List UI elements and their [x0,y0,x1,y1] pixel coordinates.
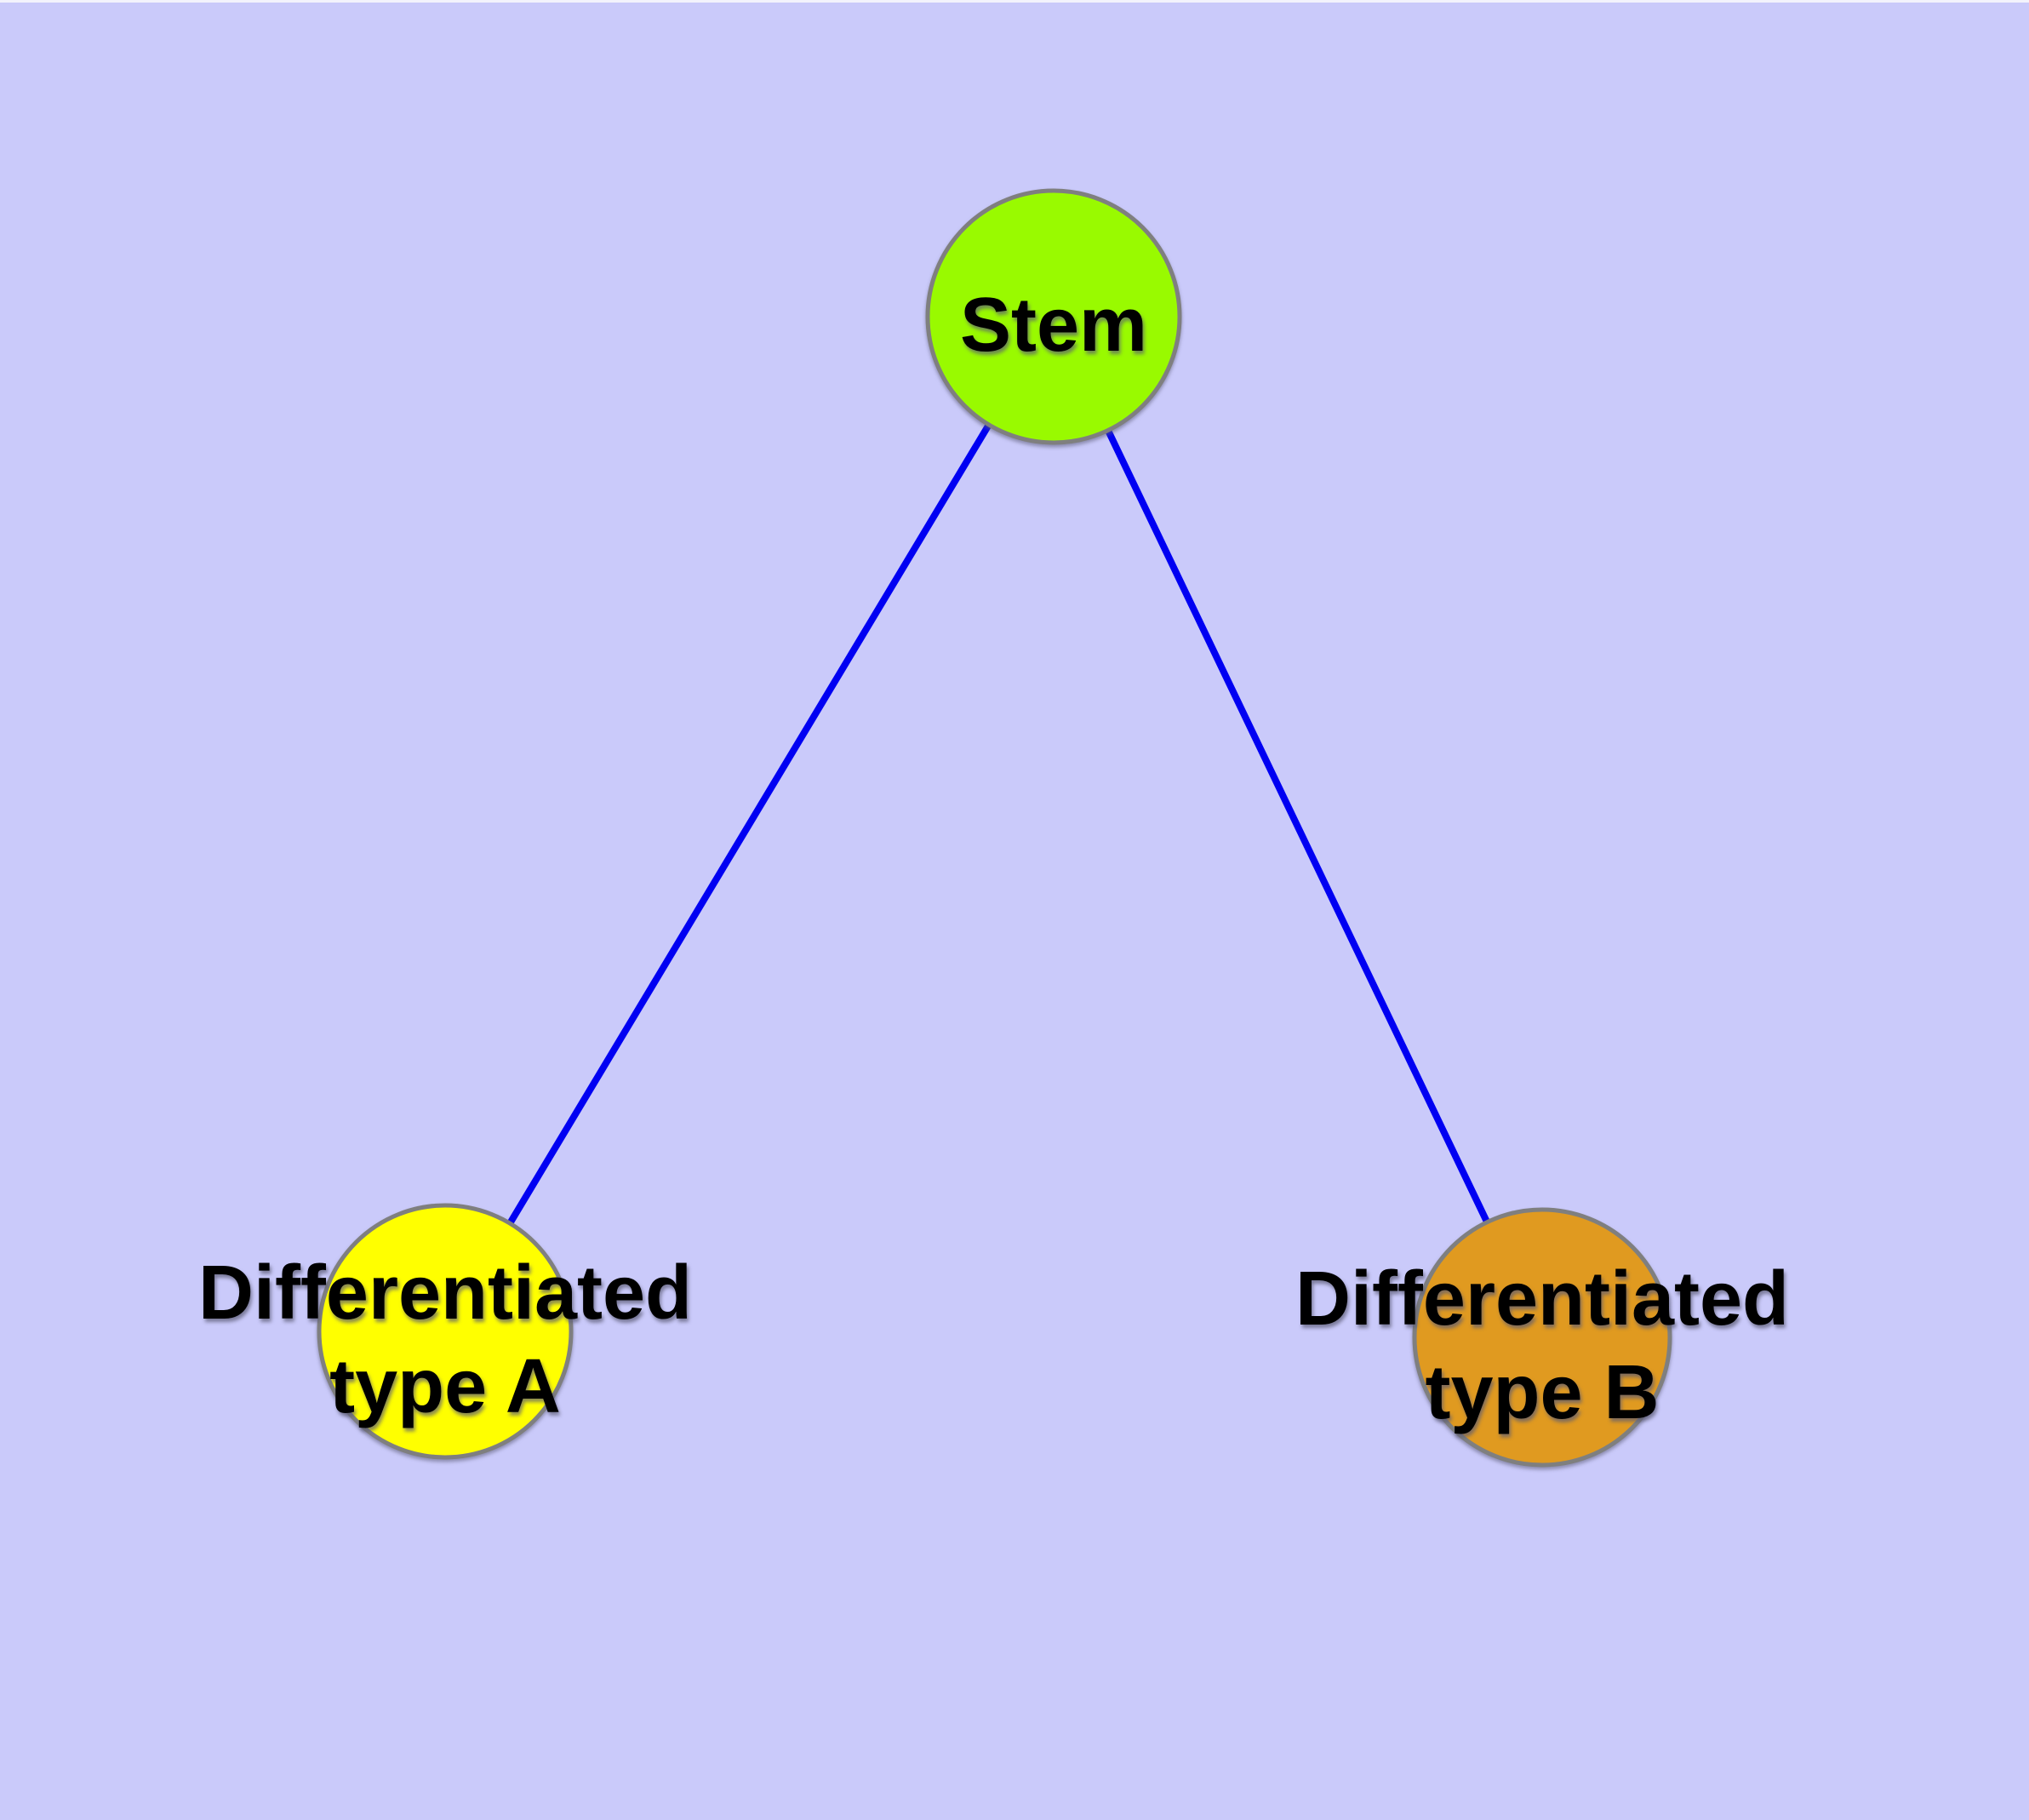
node-stem-shape[interactable] [925,188,1182,445]
node-differentiated-type-b-label-line-2: type B [1425,1350,1659,1435]
node-differentiated-type-b-label-line-1: Differentiated [1295,1256,1789,1342]
node-differentiated-type-a-label-line-1: Differentiated [198,1251,692,1336]
node-differentiated-type-a-shape[interactable] [317,1203,574,1460]
node-differentiated-type-b-shape[interactable] [1412,1207,1672,1468]
edge-stem-to-differentiated-type-b[interactable] [1050,315,1546,1339]
node-stem-label-line-1: Stem [960,283,1147,368]
node-stem: Stem [925,188,1182,445]
window-top-edge [0,0,2029,3]
node-differentiated-type-a-label-line-2: type A [329,1344,561,1429]
edge-stem-to-differentiated-type-a[interactable] [442,314,1057,1334]
